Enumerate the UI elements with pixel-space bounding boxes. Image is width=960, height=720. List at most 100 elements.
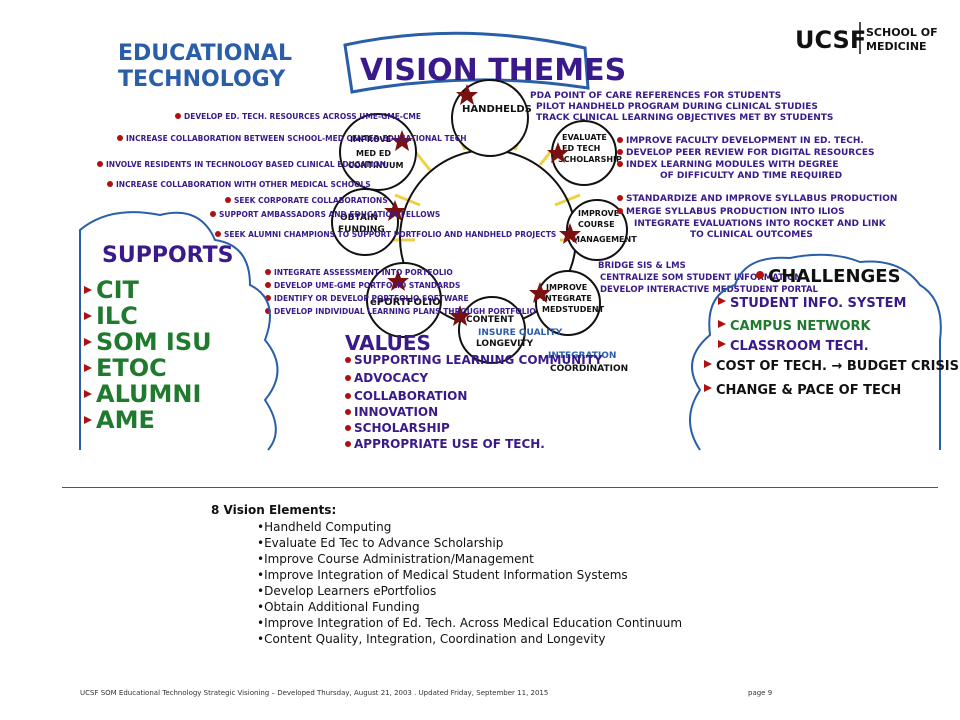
svg-text:ED TECH: ED TECH xyxy=(562,144,600,153)
notes-continuum: DEVELOP ED. TECH. RESOURCES ACROSS UME-G… xyxy=(97,112,467,189)
list-item: Handheld Computing xyxy=(257,519,682,535)
svg-text:IDENTIFY OR DEVELOP PORTFOLIO: IDENTIFY OR DEVELOP PORTFOLIO SOFTWARE xyxy=(274,294,469,303)
list-item: Evaluate Ed Tec to Advance Scholarship xyxy=(257,535,682,551)
svg-text:COORDINATION: COORDINATION xyxy=(550,364,628,374)
svg-text:FUNDING: FUNDING xyxy=(338,225,385,235)
svg-text:TO CLINICAL OUTCOMES: TO CLINICAL OUTCOMES xyxy=(690,230,813,240)
svg-text:INTEGRATE ASSESSMENT INTO PORT: INTEGRATE ASSESSMENT INTO PORTFOLIO xyxy=(274,268,453,277)
svg-text:INTEGRATION: INTEGRATION xyxy=(548,351,616,361)
svg-text:INCREASE COLLABORATION BETWEEN: INCREASE COLLABORATION BETWEEN SCHOOL-ME… xyxy=(126,134,467,143)
svg-text:ePORTFOLIO: ePORTFOLIO xyxy=(370,297,441,308)
vision-elements: 8 Vision Elements: Handheld Computing Ev… xyxy=(211,502,682,647)
svg-text:INTEGRATE EVALUATIONS INTO ROC: INTEGRATE EVALUATIONS INTO ROCKET AND LI… xyxy=(634,219,887,229)
svg-text:ILC: ILC xyxy=(96,302,138,330)
themes-banner xyxy=(343,31,590,94)
theme-circle-continuum: IMPROVE MED ED CONTINUUM xyxy=(339,113,417,191)
svg-text:SEEK CORPORATE COLLABORATIONS: SEEK CORPORATE COLLABORATIONS xyxy=(234,196,388,205)
notes-funding: SEEK CORPORATE COLLABORATIONS SUPPORT AM… xyxy=(210,196,556,239)
svg-text:HANDHELDS: HANDHELDS xyxy=(462,104,532,115)
list-item: Improve Course Administration/Management xyxy=(257,551,682,567)
list-item: Improve Integration of Ed. Tech. Across … xyxy=(257,615,682,631)
supports-cloud xyxy=(79,211,279,451)
values-list: SUPPORTING LEARNING COMMUNITY ADVOCACY C… xyxy=(345,353,603,451)
theme-circle-course: IMPROVE COURSE MANAGEMENT xyxy=(559,199,637,261)
theme-circle-integrate: IMPROVE INTEGRATE MEDSTUDENT xyxy=(529,270,605,336)
star-icon xyxy=(456,84,478,105)
svg-text:IMPROVE: IMPROVE xyxy=(350,135,391,144)
values-title: VALUES xyxy=(345,331,431,355)
svg-text:LONGEVITY: LONGEVITY xyxy=(476,339,534,349)
svg-text:SCHOLARSHIP: SCHOLARSHIP xyxy=(558,155,622,164)
svg-text:STUDENT INFO. SYSTEM: STUDENT INFO. SYSTEM xyxy=(730,296,906,311)
svg-text:COLLABORATION: COLLABORATION xyxy=(354,389,467,403)
challenges-title: CHALLENGES xyxy=(768,266,901,287)
svg-text:IMPROVE FACULTY DEVELOPMENT IN: IMPROVE FACULTY DEVELOPMENT IN ED. TECH. xyxy=(626,136,864,146)
theme-circle-handhelds: HANDHELDS xyxy=(451,79,532,157)
notes-course: STANDARDIZE AND IMPROVE SYLLABUS PRODUCT… xyxy=(617,194,897,240)
svg-text:PILOT HANDHELD PROGRAM DURING: PILOT HANDHELD PROGRAM DURING CLINICAL S… xyxy=(536,102,818,112)
title-line-1: EDUCATIONAL xyxy=(118,41,292,66)
svg-text:CONTENT: CONTENT xyxy=(466,315,515,325)
star-icon xyxy=(559,223,581,244)
footer-text: UCSF SOM Educational Technology Strategi… xyxy=(80,689,549,697)
vision-elements-heading: 8 Vision Elements: xyxy=(211,503,337,517)
svg-text:SOM ISU: SOM ISU xyxy=(96,328,212,356)
star-icon xyxy=(449,305,471,326)
svg-text:SUPPORT AMBASSADORS AND EDUCAT: SUPPORT AMBASSADORS AND EDUCATION FELLOW… xyxy=(219,210,440,219)
svg-text:CIT: CIT xyxy=(96,276,140,304)
svg-text:OBTAIN: OBTAIN xyxy=(340,213,378,223)
svg-text:MEDSTUDENT: MEDSTUDENT xyxy=(542,305,605,314)
svg-text:TRACK CLINICAL LEARNING OBJECT: TRACK CLINICAL LEARNING OBJECTIVES MET B… xyxy=(536,113,833,123)
svg-text:CHANGE & PACE OF TECH: CHANGE & PACE OF TECH xyxy=(716,383,901,398)
svg-text:APPROPRIATE USE OF TECH.: APPROPRIATE USE OF TECH. xyxy=(354,437,545,451)
svg-text:ALUMNI: ALUMNI xyxy=(96,380,201,408)
supports-title: SUPPORTS xyxy=(102,243,233,268)
list-item: Content Quality, Integration, Coordinati… xyxy=(257,631,682,647)
theme-circle-evaluate: EVALUATE ED TECH SCHOLARSHIP xyxy=(547,120,622,186)
svg-text:ETOC: ETOC xyxy=(96,354,167,382)
svg-text:SUPPORTING LEARNING COMMUNITY: SUPPORTING LEARNING COMMUNITY xyxy=(354,353,603,367)
list-item: Improve Integration of Medical Student I… xyxy=(257,567,682,583)
svg-text:PDA POINT OF CARE REFERENCES F: PDA POINT OF CARE REFERENCES FOR STUDENT… xyxy=(530,91,781,101)
svg-text:IMPROVE: IMPROVE xyxy=(578,209,619,218)
theme-circle-content: CONTENT xyxy=(449,296,526,364)
theme-circle-funding: OBTAIN FUNDING xyxy=(331,188,406,256)
ucsf-logo: UCSF xyxy=(795,26,866,54)
notes-evaluate: IMPROVE FACULTY DEVELOPMENT IN ED. TECH.… xyxy=(617,136,874,181)
svg-text:COST OF TECH. → BUDGET CRISIS: COST OF TECH. → BUDGET CRISIS xyxy=(716,359,959,374)
svg-text:MERGE SYLLABUS PRODUCTION INTO: MERGE SYLLABUS PRODUCTION INTO ILIOS xyxy=(626,207,845,217)
svg-text:INSURE QUALITY: INSURE QUALITY xyxy=(478,328,563,338)
divider-line xyxy=(62,487,938,488)
svg-text:INCREASE COLLABORATION WITH OT: INCREASE COLLABORATION WITH OTHER MEDICA… xyxy=(116,180,371,189)
svg-text:MED ED: MED ED xyxy=(356,149,391,158)
vision-elements-list: Handheld Computing Evaluate Ed Tec to Ad… xyxy=(211,519,682,647)
svg-text:DEVELOP ED. TECH. RESOURCES AC: DEVELOP ED. TECH. RESOURCES ACROSS UME-G… xyxy=(184,112,421,121)
star-icon xyxy=(529,282,551,303)
svg-text:BRIDGE SIS & LMS: BRIDGE SIS & LMS xyxy=(598,261,686,271)
svg-text:DEVELOP PEER REVIEW FOR DIGITA: DEVELOP PEER REVIEW FOR DIGITAL RESOURCE… xyxy=(626,148,874,158)
star-icon xyxy=(547,142,569,163)
svg-text:IMPROVE: IMPROVE xyxy=(546,283,587,292)
svg-text:OF DIFFICULTY AND TIME REQUIRE: OF DIFFICULTY AND TIME REQUIRED xyxy=(660,171,842,181)
star-icon xyxy=(391,130,413,151)
svg-text:STANDARDIZE AND IMPROVE SYLLAB: STANDARDIZE AND IMPROVE SYLLABUS PRODUCT… xyxy=(626,194,897,204)
svg-text:CAMPUS NETWORK: CAMPUS NETWORK xyxy=(730,319,872,334)
svg-text:DEVELOP INTERACTIVE MEDSTUDENT: DEVELOP INTERACTIVE MEDSTUDENT PORTAL xyxy=(600,285,819,295)
svg-text:CLASSROOM TECH.: CLASSROOM TECH. xyxy=(730,339,869,354)
svg-text:AME: AME xyxy=(96,406,155,434)
svg-text:INDEX LEARNING MODULES WITH DE: INDEX LEARNING MODULES WITH DEGREE xyxy=(626,160,838,170)
vision-drawing: VISION THEMES EDUCATIONAL TECHNOLOGY UCS… xyxy=(79,22,959,451)
svg-text:CONTINUUM: CONTINUUM xyxy=(348,161,403,170)
supports-list: CIT ILC SOM ISU ETOC ALUMNI AME xyxy=(84,276,212,434)
notes-eportfolio: INTEGRATE ASSESSMENT INTO PORTFOLIO DEVE… xyxy=(265,268,536,316)
svg-text:COURSE: COURSE xyxy=(578,220,615,229)
notes-content: INSURE QUALITY LONGEVITY INTEGRATION COO… xyxy=(476,328,628,374)
notes-handhelds: PDA POINT OF CARE REFERENCES FOR STUDENT… xyxy=(530,91,833,123)
svg-text:EVALUATE: EVALUATE xyxy=(562,133,607,142)
challenges-cloud xyxy=(689,253,942,451)
star-icon xyxy=(387,270,409,291)
svg-text:SEEK ALUMNI CHAMPIONS TO SUPPO: SEEK ALUMNI CHAMPIONS TO SUPPORT PORTFOL… xyxy=(224,230,556,239)
page-number: page 9 xyxy=(748,689,773,697)
challenges-bullet xyxy=(756,271,764,279)
